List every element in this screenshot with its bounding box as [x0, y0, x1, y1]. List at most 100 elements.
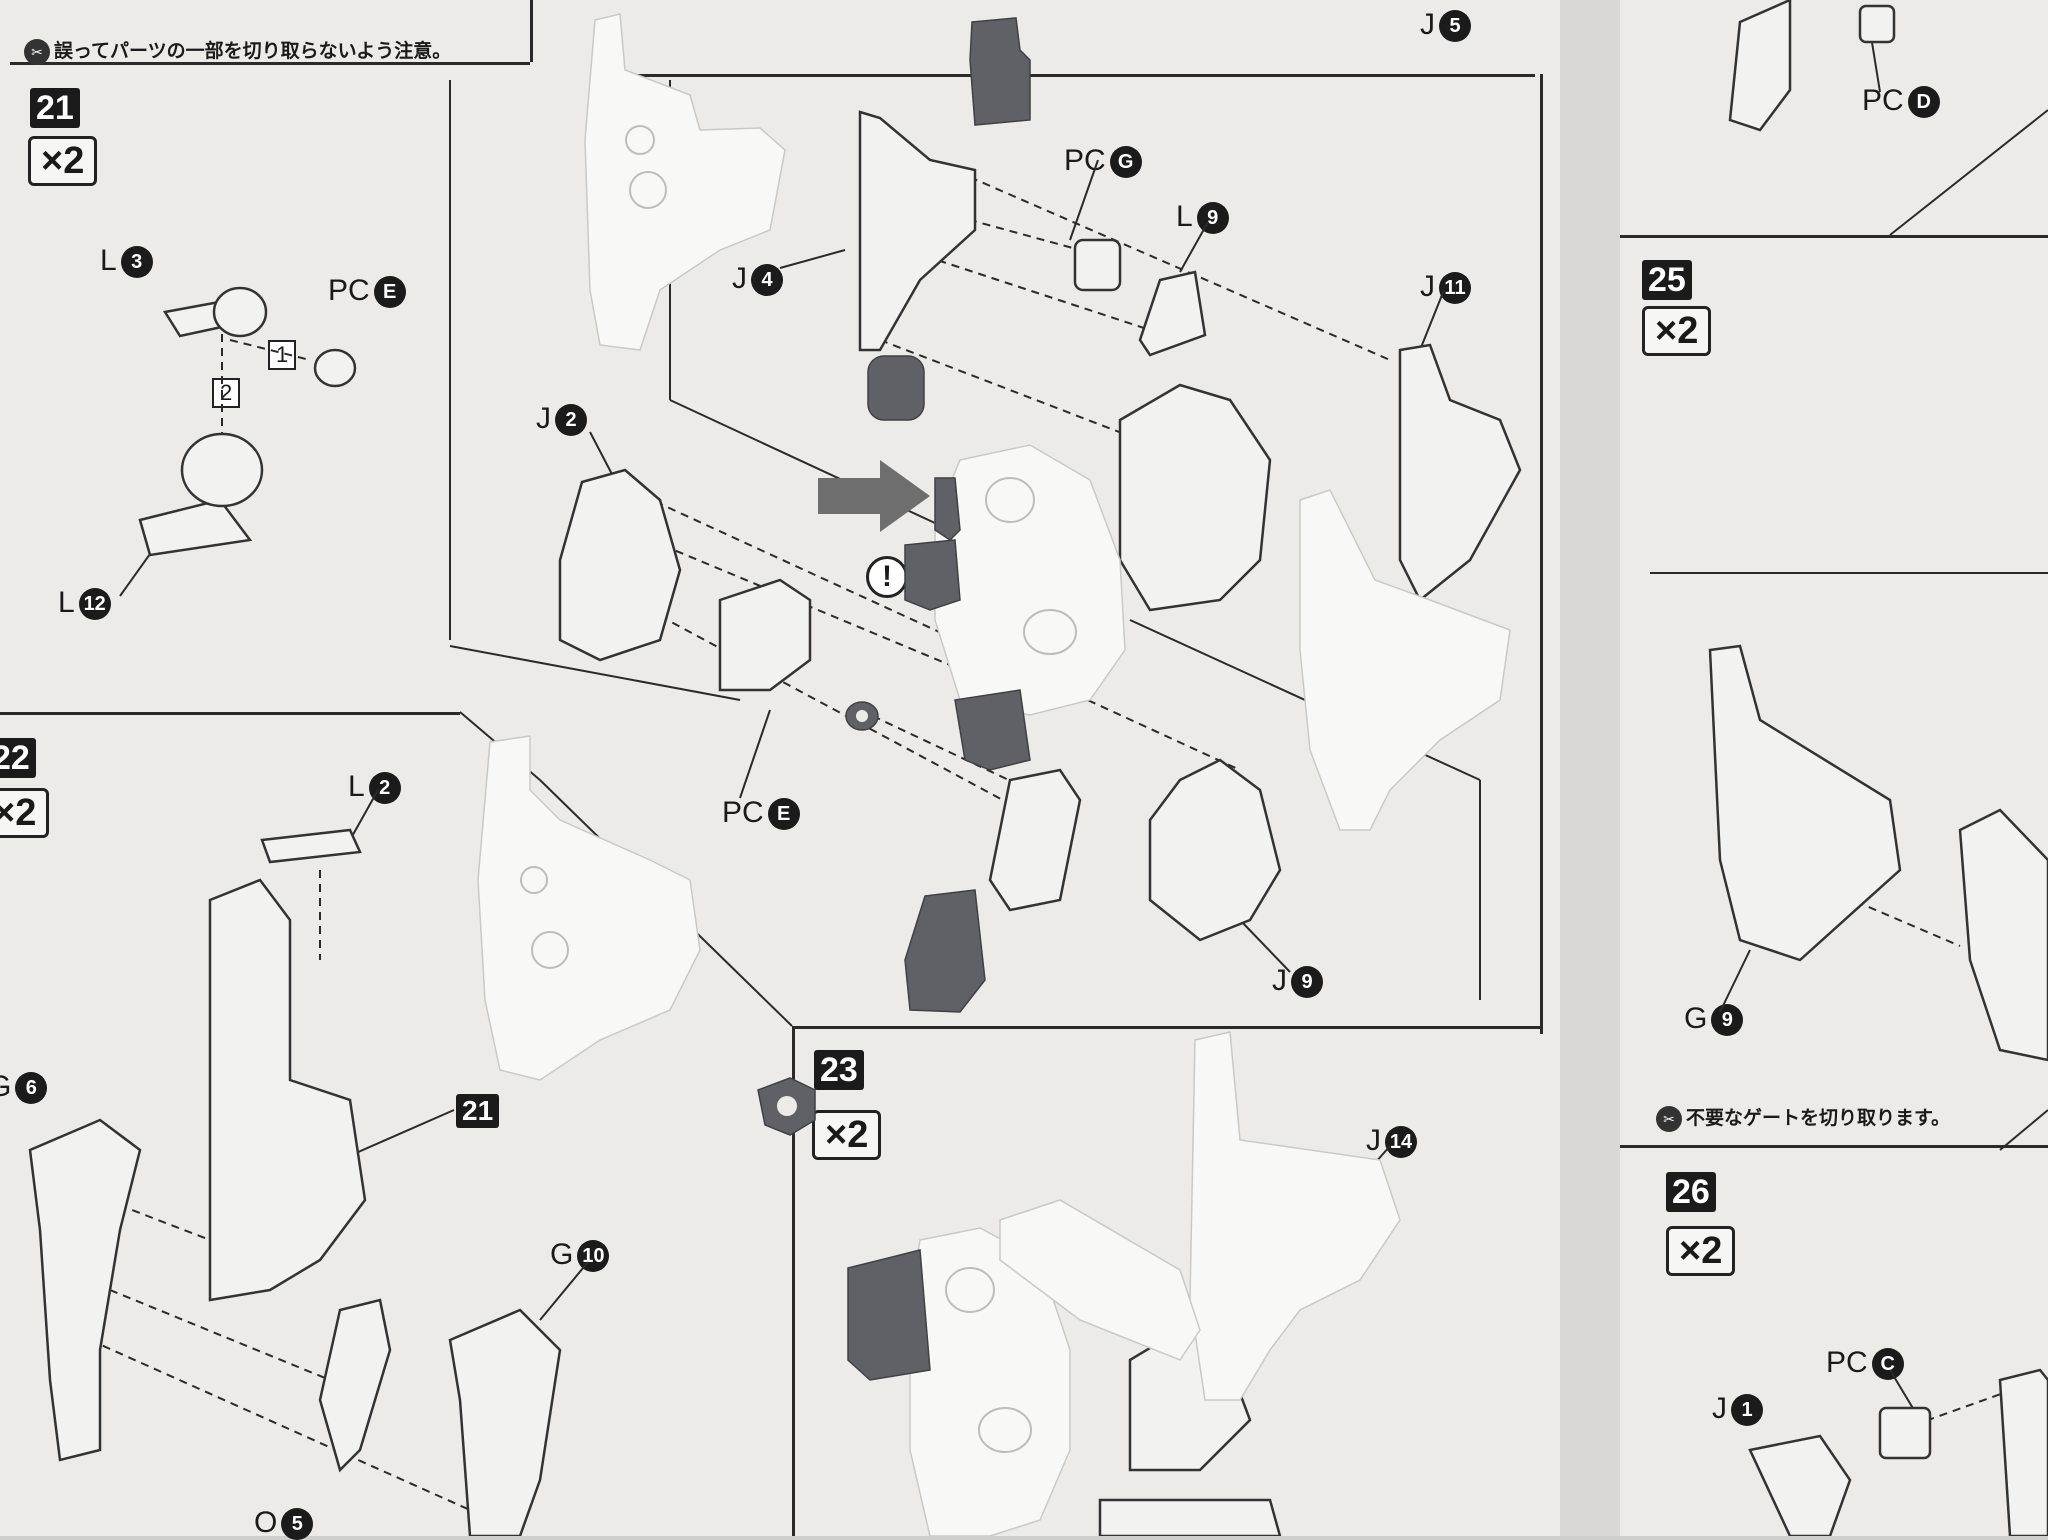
rule-right-step25	[1620, 235, 2048, 238]
step-21-number: 21	[30, 88, 80, 128]
rule-top-right	[620, 74, 1535, 77]
part-O5-drawing	[318, 1298, 392, 1473]
caution-mark: !	[866, 556, 908, 598]
nipper-icon: ✂	[1656, 1105, 1682, 1132]
part-right-top-drawing	[1728, 0, 1792, 132]
dashed-guide	[229, 339, 311, 361]
dashed-guide	[859, 709, 1031, 791]
step-21-multiplier: ×2	[28, 136, 98, 186]
step-25-number: 25	[1642, 260, 1692, 300]
step-22-number: 22	[0, 738, 36, 778]
step-23-multiplier: ×2	[812, 1110, 882, 1160]
grey-part-joint	[954, 689, 1031, 771]
white-part-arm-lower	[999, 1199, 1201, 1361]
white-part-frame-top	[584, 13, 786, 351]
rule-right-step26	[1620, 1145, 2048, 1148]
white-part-frame-mid	[477, 735, 701, 1081]
polycap-hole	[856, 710, 868, 722]
part-J1-drawing	[1748, 1434, 1852, 1536]
part-PCE-polycap	[313, 348, 357, 388]
part-L2-plate	[260, 828, 362, 864]
step-26-number: 26	[1666, 1172, 1716, 1212]
white-part-shoulder-cap	[934, 444, 1126, 716]
rule-step21-left	[0, 712, 460, 715]
dashed-guide	[879, 339, 1141, 441]
substep-2-mark: 2	[212, 378, 241, 408]
part-PCD-polycap	[1858, 4, 1896, 44]
step-25-multiplier: ×2	[1642, 306, 1712, 356]
grey-part-lower-joint	[847, 1249, 931, 1381]
part-L9-small	[1138, 270, 1207, 357]
nipper-icon: ✂	[24, 38, 50, 65]
page-gutter	[1560, 0, 1620, 1536]
cap-hole	[978, 1407, 1032, 1453]
rule-step23-top	[792, 1026, 1542, 1029]
dashed-guide	[89, 1339, 471, 1511]
part-J4-drawing	[858, 110, 977, 352]
cap-hole	[945, 1267, 995, 1313]
part-PCE-joint-drawing	[988, 768, 1082, 912]
part-L12	[138, 498, 253, 557]
dashed-guide	[924, 255, 1151, 331]
gate-note-right: ✂不要なゲートを切り取ります。	[1656, 1103, 1950, 1132]
white-part-J14-armor	[1299, 489, 1511, 831]
grey-polycap-dark	[867, 355, 925, 421]
rule-right-mid	[1650, 572, 2048, 574]
warning-note-top: ✂誤ってパーツの一部を切り取らないよう注意。	[24, 36, 451, 65]
part-J11-drawing	[1398, 343, 1522, 602]
step-23-number: 23	[814, 1050, 864, 1090]
part-G6-drawing	[28, 1118, 142, 1462]
frame-hole	[531, 931, 569, 969]
part-G9-drawing	[1708, 644, 1902, 962]
grey-part-peg	[934, 477, 961, 541]
rule-right-edge	[1540, 74, 1543, 1034]
dashed-guide	[1899, 1379, 2041, 1431]
rule-vert-1	[530, 0, 533, 62]
rule-top	[10, 62, 530, 65]
part-step23-bottom-drawing	[1098, 1498, 1282, 1536]
polycap-hole	[777, 1096, 797, 1116]
part-PCC-polycap	[1878, 1406, 1932, 1460]
part-leg-frame-drawing	[208, 878, 367, 1302]
rule-step23-left	[792, 1026, 795, 1536]
step-26-multiplier: ×2	[1666, 1226, 1736, 1276]
cap-hole	[1023, 609, 1077, 655]
part-L9-cap-drawing	[1118, 383, 1272, 612]
part-G10-drawing	[448, 1308, 562, 1536]
cap-hole	[985, 477, 1035, 523]
direction-arrow-icon	[818, 460, 930, 532]
part-L3-ring	[212, 286, 268, 338]
part-right-edge-drawing	[1958, 808, 2048, 1062]
part-J2-drawing	[558, 468, 682, 662]
part-subassembly-drawing	[718, 578, 812, 692]
part-J9-cap-drawing	[1148, 758, 1282, 942]
grey-part-top	[969, 17, 1031, 126]
step-21-reference: 21	[456, 1094, 500, 1128]
part-L12-ring	[180, 432, 264, 508]
white-part-armor-lower	[1189, 1031, 1401, 1401]
grey-part-bottom	[904, 889, 986, 1013]
frame-hole	[629, 171, 667, 209]
grey-part-block	[904, 539, 961, 611]
dashed-guide	[79, 1189, 211, 1241]
frame-hole	[625, 125, 655, 155]
part-right-bottom-drawing	[1998, 1368, 2048, 1536]
